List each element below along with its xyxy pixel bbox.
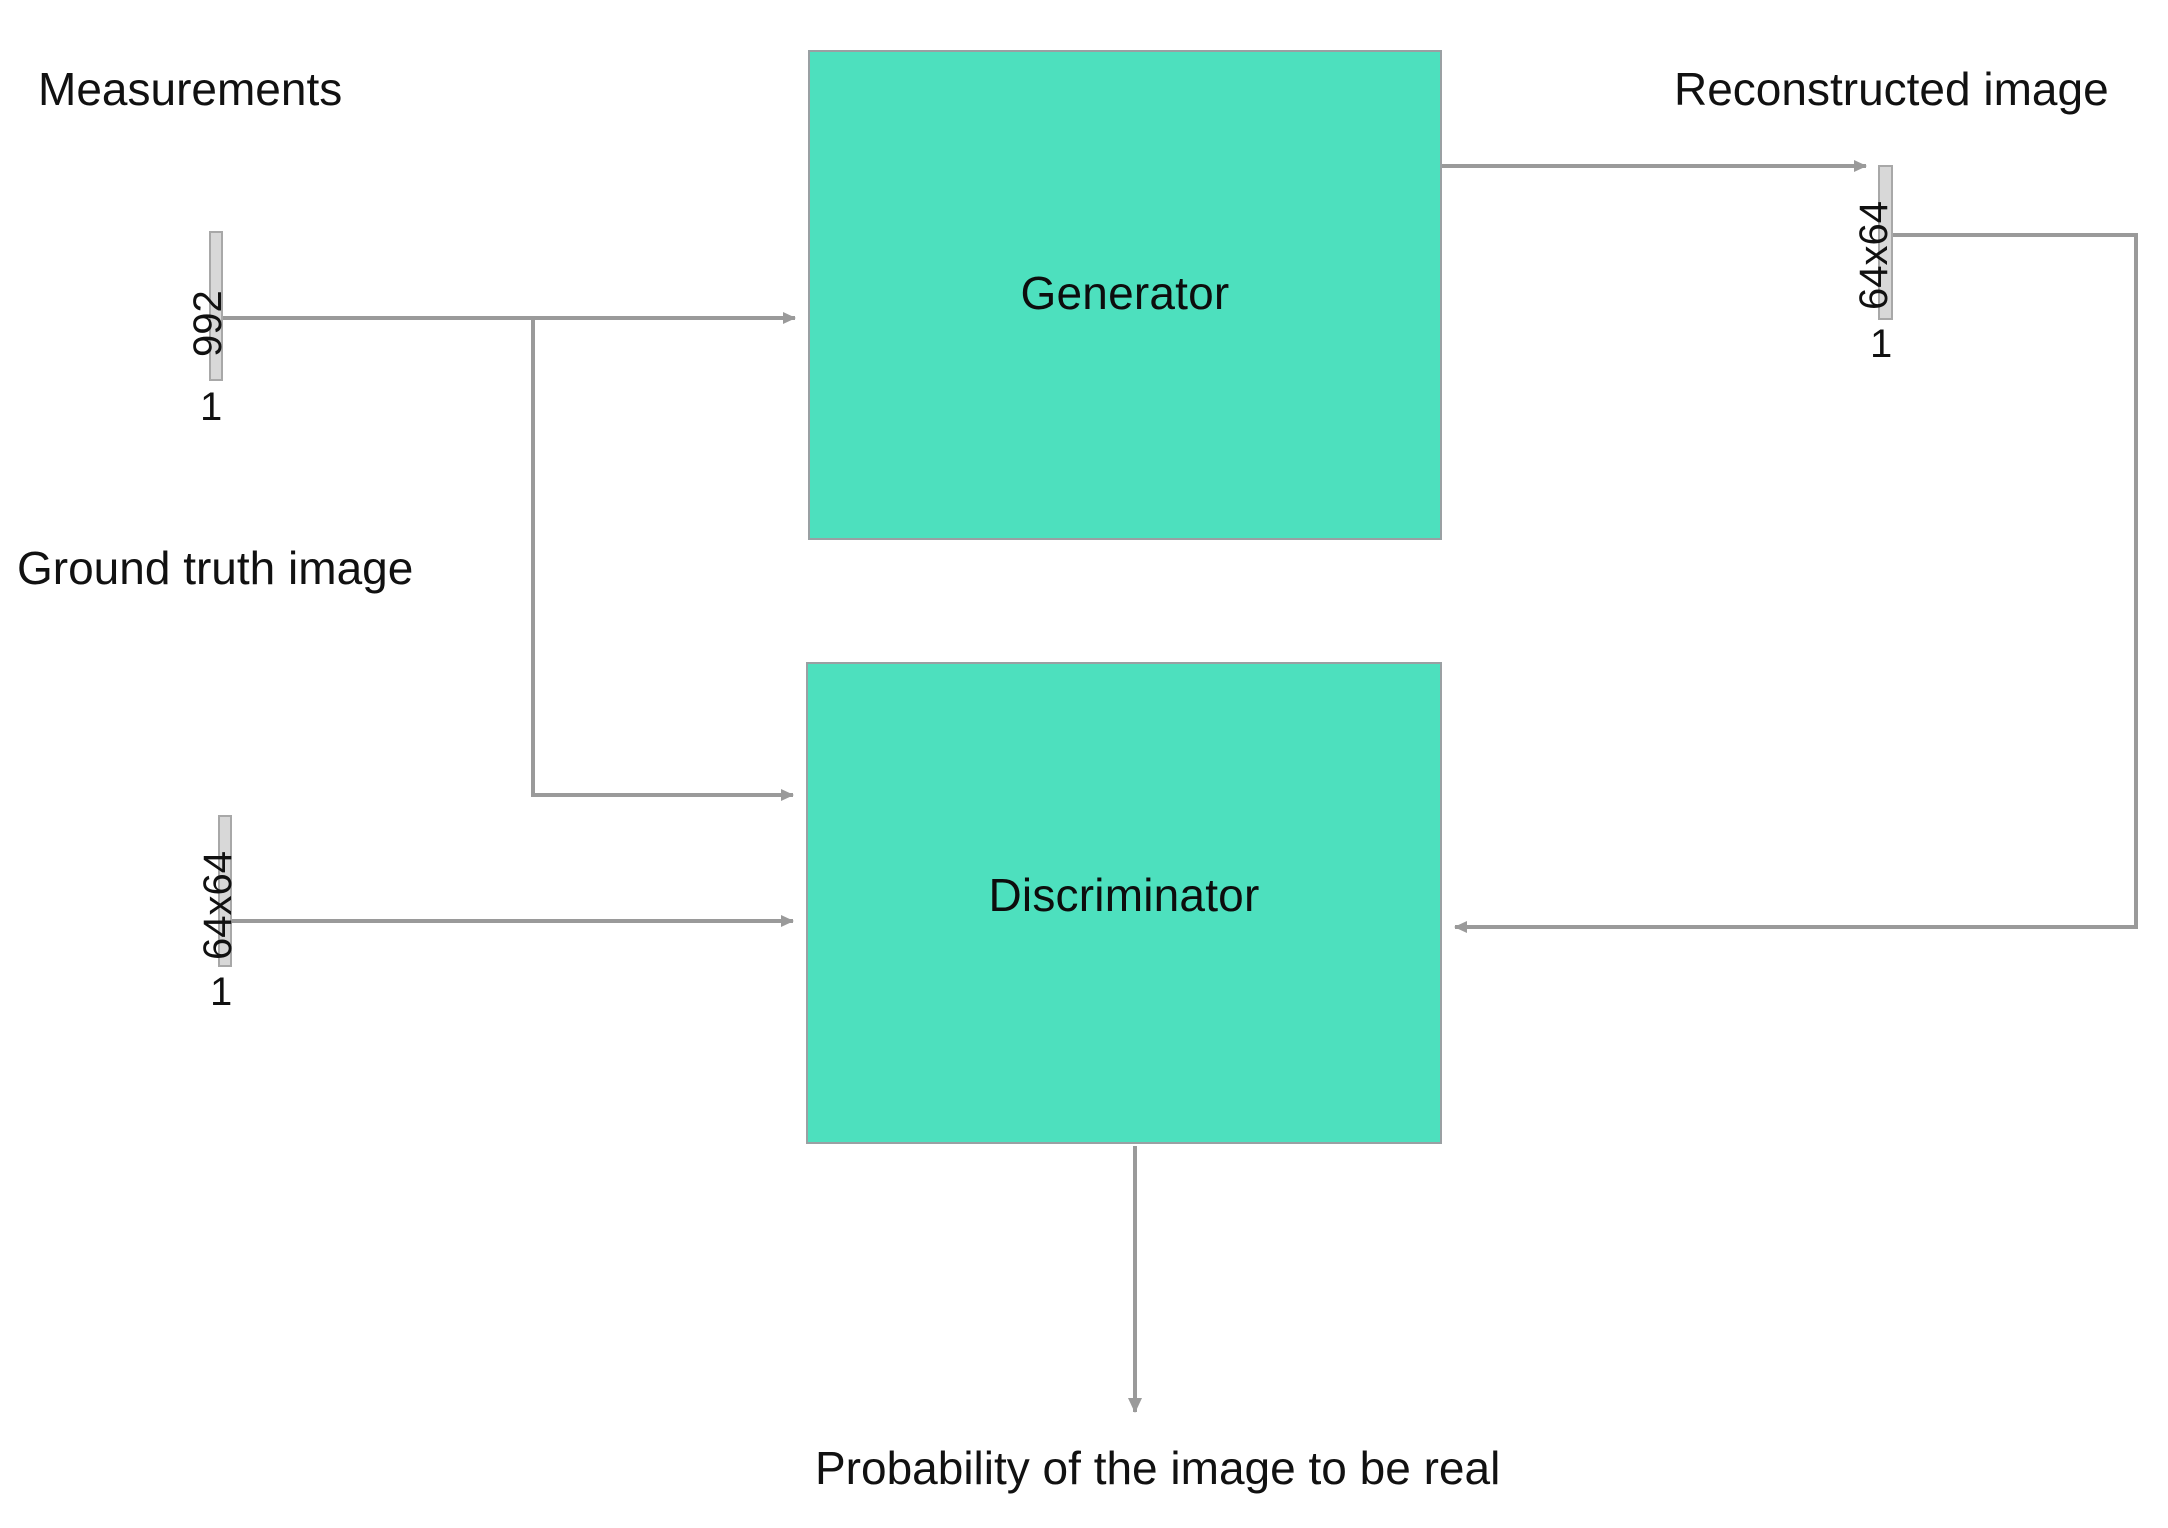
reconstructed-dim-label: 64x64 bbox=[1852, 201, 1896, 310]
measurements-dim-label: 992 bbox=[186, 290, 230, 357]
probability-output-label: Probability of the image to be real bbox=[815, 1442, 1501, 1494]
discriminator-label: Discriminator bbox=[988, 869, 1260, 921]
reconstructed-caption: Reconstructed image bbox=[1674, 63, 2109, 115]
reconstructed-channel-label: 1 bbox=[1870, 322, 1893, 366]
discriminator-node[interactable]: Discriminator bbox=[806, 662, 1442, 1144]
measurements-channel-label: 1 bbox=[200, 385, 223, 429]
measurements-caption: Measurements bbox=[38, 63, 343, 115]
generator-label: Generator bbox=[1020, 267, 1230, 319]
reconstructed-tensor-bar bbox=[1878, 165, 1893, 320]
edge-reconstructed-to-discriminator bbox=[1454, 233, 2138, 933]
ground-truth-caption: Ground truth image bbox=[17, 542, 414, 594]
generator-node[interactable]: Generator bbox=[808, 50, 1442, 540]
edge-measurements-to-discriminator bbox=[531, 318, 794, 801]
ground-truth-channel-label: 1 bbox=[210, 970, 233, 1014]
ground-truth-tensor-bar bbox=[218, 815, 232, 967]
measurements-tensor-bar bbox=[209, 231, 223, 381]
ground-truth-dim-label: 64x64 bbox=[196, 851, 240, 960]
